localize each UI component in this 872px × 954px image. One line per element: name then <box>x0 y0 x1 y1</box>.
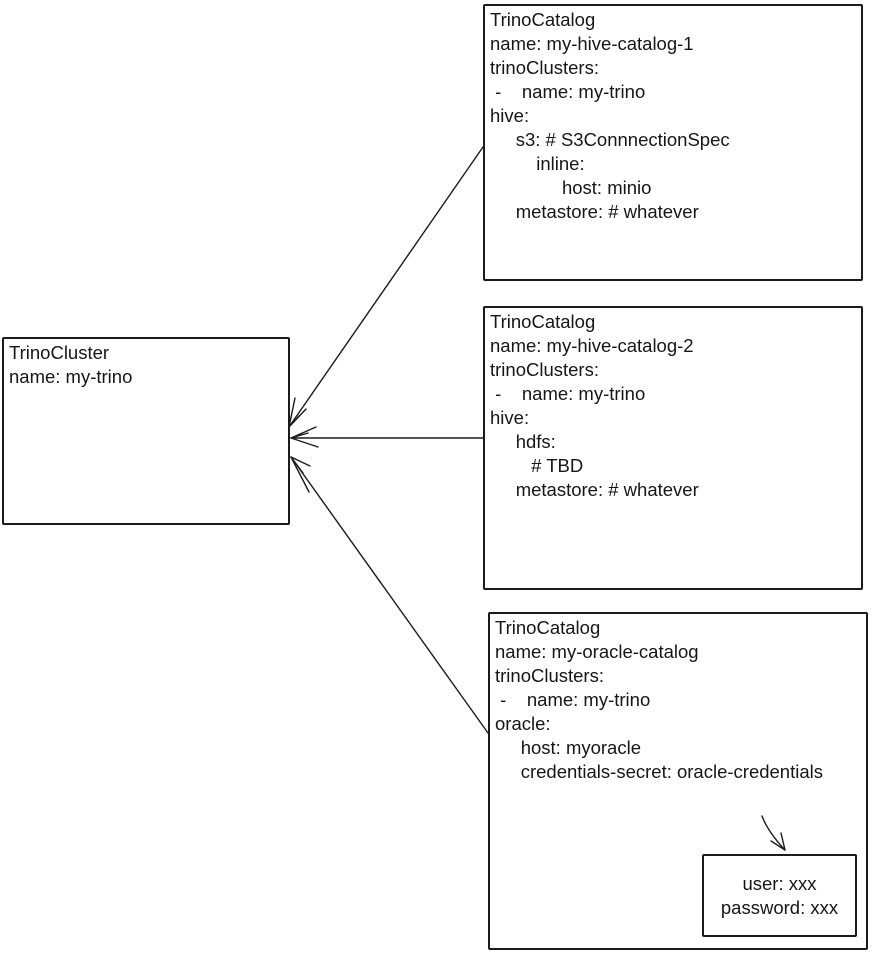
yaml-line: s3: # S3ConnnectionSpec <box>490 129 730 150</box>
yaml-line: name: my-oracle-catalog <box>495 641 699 662</box>
yaml-line: hive: <box>490 407 530 428</box>
yaml-line: user: xxx <box>742 872 817 894</box>
yaml-line: trinoClusters: <box>495 665 604 686</box>
box-title-line: TrinoCatalog <box>490 9 596 30</box>
yaml-line: trinoClusters: <box>490 57 599 78</box>
trino-catalog-1-box: TrinoCatalog name: my-hive-catalog-1 tri… <box>483 4 863 281</box>
yaml-line: password: xxx <box>720 896 839 918</box>
yaml-line: trinoClusters: <box>490 359 599 380</box>
arrowhead-icon <box>290 426 319 448</box>
yaml-line: name: my-hive-catalog-1 <box>490 33 694 54</box>
oracle-credentials-secret-box: user: xxx password: xxx <box>702 854 857 937</box>
box-title-line: TrinoCatalog <box>495 617 601 638</box>
arrowhead-icon <box>288 397 307 428</box>
yaml-line: inline: <box>490 153 585 174</box>
box-title-line: TrinoCatalog <box>490 311 596 332</box>
yaml-line: - name: my-trino <box>490 81 646 102</box>
connector-catalog3-to-cluster <box>290 456 489 734</box>
trino-catalog-2-box: TrinoCatalog name: my-hive-catalog-2 tri… <box>483 306 863 590</box>
yaml-line: hdfs: <box>490 431 556 452</box>
box-title-line: TrinoCluster <box>9 342 110 363</box>
trino-cluster-box: TrinoCluster name: my-trino <box>2 337 290 525</box>
yaml-line: name: my-hive-catalog-2 <box>490 335 694 356</box>
yaml-line: # TBD <box>490 455 584 476</box>
yaml-line: - name: my-trino <box>490 383 646 404</box>
yaml-line: metastore: # whatever <box>490 201 699 222</box>
connector-catalog1-to-cluster <box>288 146 484 428</box>
arrowhead-icon <box>290 456 311 493</box>
yaml-line: name: my-trino <box>9 366 133 387</box>
yaml-line: hive: <box>490 105 530 126</box>
yaml-line: host: myoracle <box>495 737 641 758</box>
yaml-line: credentials-secret: oracle-credentials <box>495 761 823 782</box>
yaml-line: metastore: # whatever <box>490 479 699 500</box>
yaml-line: host: minio <box>490 177 652 198</box>
yaml-line: oracle: <box>495 713 551 734</box>
connector-catalog2-to-cluster <box>290 426 484 448</box>
yaml-line: - name: my-trino <box>495 689 651 710</box>
